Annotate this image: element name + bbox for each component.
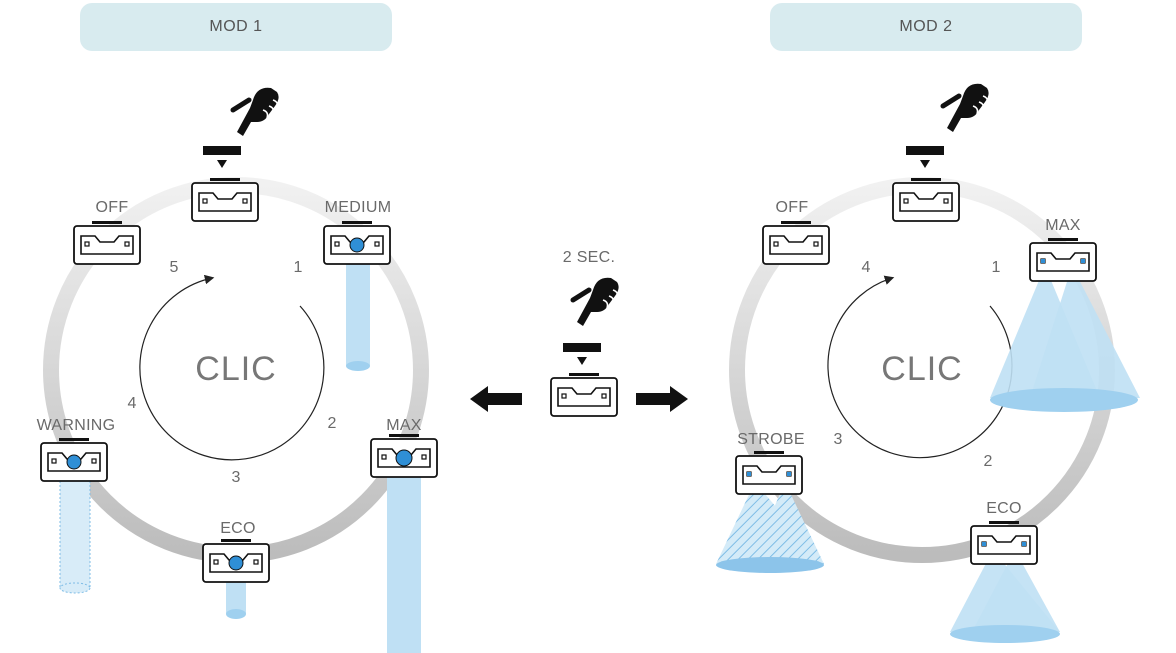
mod1-start-headlamp-icon	[191, 177, 259, 222]
arrow-right-icon	[636, 386, 688, 412]
mod2-off-headlamp-icon	[762, 220, 830, 265]
mod1-medium-beam-icon	[346, 262, 370, 366]
mod2-strobe-beam-icon	[716, 482, 824, 573]
mod1-max-beam-icon	[387, 470, 421, 653]
mod2-mode-eco-label: ECO	[986, 500, 1022, 517]
mode-switch: 2 SEC.	[470, 249, 688, 417]
mod2-diagram: CLIC 1 2 3 4 OFF MAX	[716, 84, 1140, 643]
mod1-mode-eco-label: ECO	[220, 520, 256, 537]
mod1-medium-headlamp-icon	[323, 220, 391, 265]
mod2-max-beam-icon	[990, 266, 1140, 412]
mod2-press-hand-icon	[943, 84, 989, 132]
mod1-off-headlamp-icon	[73, 220, 141, 265]
mod1-title: MOD 1	[209, 18, 263, 35]
mod2-eco-beam-icon	[950, 550, 1060, 643]
mod2-max-headlamp-icon	[1029, 237, 1097, 282]
mod2-step-3: 3	[834, 431, 843, 448]
mod2-title: MOD 2	[899, 18, 953, 35]
mod1-step-5: 5	[170, 259, 179, 276]
mod2-step-1: 1	[992, 259, 1001, 276]
switch-hold-label: 2 SEC.	[563, 249, 616, 266]
mod1-mode-warning-label: WARNING	[37, 417, 116, 434]
mod1-step-3: 3	[232, 469, 241, 486]
mod1-max-headlamp-icon	[370, 433, 438, 478]
mod1-header: MOD 1	[80, 3, 392, 51]
mod1-step-2: 2	[328, 415, 337, 432]
mod1-diagram: CLIC 1 2 3 4 5 OFF MEDIUM MAX ECO WARNIN…	[37, 88, 438, 653]
mod1-eco-headlamp-icon	[202, 538, 270, 583]
mod1-step-1: 1	[294, 259, 303, 276]
mod1-press-hand-icon	[233, 88, 279, 136]
mod2-mode-strobe-label: STROBE	[737, 431, 805, 448]
switch-headlamp-icon	[550, 372, 618, 417]
mod1-press-indicator-icon	[203, 146, 241, 168]
mod2-step-4: 4	[862, 259, 871, 276]
mod2-mode-off-label: OFF	[776, 199, 809, 216]
mod1-mode-max-label: MAX	[386, 417, 422, 434]
mod1-mode-off-label: OFF	[96, 199, 129, 216]
mod1-warning-headlamp-icon	[40, 437, 108, 482]
mod2-start-headlamp-icon	[892, 177, 960, 222]
mod2-press-indicator-icon	[906, 146, 944, 168]
mod1-step-4: 4	[128, 395, 137, 412]
arrow-left-icon	[470, 386, 522, 412]
switch-press-hand-icon	[573, 278, 619, 326]
mod2-center-label: CLIC	[881, 350, 962, 388]
mod1-center-label: CLIC	[195, 350, 276, 388]
mod1-warning-beam-icon	[59, 474, 91, 590]
mod2-step-2: 2	[984, 453, 993, 470]
mod2-strobe-headlamp-icon	[735, 450, 803, 495]
mod2-header: MOD 2	[770, 3, 1082, 51]
switch-press-indicator-icon	[563, 343, 601, 365]
mod1-mode-medium-label: MEDIUM	[325, 199, 392, 216]
mod2-eco-headlamp-icon	[970, 520, 1038, 565]
mod2-mode-max-label: MAX	[1045, 217, 1081, 234]
mod1-clic-arrow-icon	[139, 274, 325, 461]
